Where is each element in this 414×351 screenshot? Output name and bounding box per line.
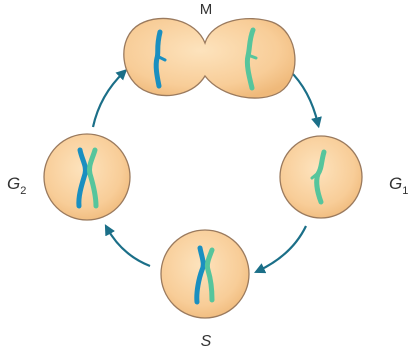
m-phase-cell (123, 17, 296, 99)
chromosome-green-s (204, 247, 215, 303)
arrow-g2-to-m (91, 68, 128, 128)
dividing-cell-body (123, 17, 296, 99)
arrow-m-to-g1 (288, 69, 322, 129)
label-g1: G1 (389, 174, 408, 197)
s-phase-cell (160, 229, 250, 319)
g1-phase-cell (279, 135, 363, 219)
chromosome-green-m-arm (246, 53, 258, 60)
chromosome-blue-g2 (76, 147, 88, 209)
chromosome-green-g2 (87, 147, 99, 209)
g2-cell-body (43, 133, 131, 221)
chromosome-blue-s (194, 245, 206, 305)
s-cell-body (160, 229, 250, 319)
g2-phase-cell (43, 133, 131, 221)
label-g2: G2 (7, 174, 26, 197)
g1-cell-body (279, 135, 363, 219)
arrow-s-to-g2 (104, 224, 151, 268)
chromosome-blue-m (153, 29, 163, 89)
arrow-g1-to-s (254, 225, 307, 274)
label-s: S (201, 333, 212, 350)
label-m: M (200, 1, 213, 18)
chromosome-green-g1-arm (310, 171, 320, 180)
chromosome-blue-m-arm (155, 54, 167, 62)
